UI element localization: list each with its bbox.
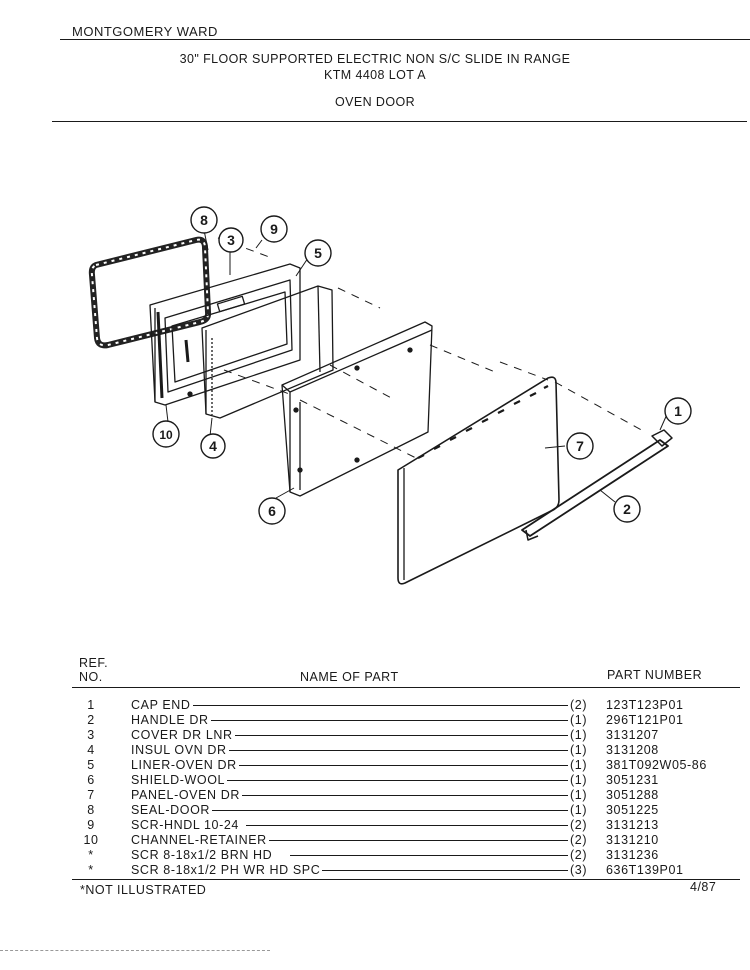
col-name-header: NAME OF PART <box>300 670 399 684</box>
part-qty: (1) <box>568 758 588 772</box>
part-name: LINER-OVEN DR <box>131 758 239 772</box>
seal-door-part <box>88 236 212 349</box>
callout-2 <box>613 495 641 523</box>
part-qty: (2) <box>568 818 588 832</box>
svg-text:2: 2 <box>623 501 631 517</box>
part-qty: (2) <box>568 833 588 847</box>
table-row: 8 SEAL-DOOR (1) 3051225 <box>87 803 659 817</box>
svg-text:10: 10 <box>159 428 173 442</box>
part-name: PANEL-OVEN DR <box>131 788 242 802</box>
cover-liner-part <box>149 263 301 406</box>
table-row: 3 COVER DR LNR (1) 3131207 <box>87 728 659 742</box>
svg-text:7: 7 <box>576 438 584 454</box>
part-number: 296T121P01 <box>606 713 684 727</box>
table-row: 9 SCR-HNDL 10-24 (2) 3131213 <box>87 818 659 832</box>
col-ref-header-line1: REF. <box>79 656 109 670</box>
part-number: 123T123P01 <box>606 698 684 712</box>
svg-text:1: 1 <box>674 403 682 419</box>
svg-text:5: 5 <box>314 245 322 261</box>
part-qty: (1) <box>568 728 588 742</box>
footnote: *NOT ILLUSTRATED <box>80 883 207 897</box>
part-number: 3051288 <box>606 788 659 802</box>
model-number: KTM 4408 LOT A <box>324 68 426 82</box>
part-number: 381T092W05-86 <box>606 758 707 772</box>
revision-date: 4/87 <box>690 880 717 894</box>
table-row: 4 INSUL OVN DR (1) 3131208 <box>87 743 659 757</box>
part-name: SCR 8-18x1/2 BRN HD <box>131 848 275 862</box>
panel-oven-door-part <box>397 376 560 585</box>
part-qty: (1) <box>568 743 588 757</box>
table-row: 1 CAP END (2) 123T123P01 <box>87 698 684 712</box>
col-ref-header-line2: NO. <box>79 670 103 684</box>
part-name: COVER DR LNR <box>131 728 235 742</box>
svg-text:3: 3 <box>227 232 235 248</box>
callout-7 <box>566 432 594 460</box>
table-row: 5 LINER-OVEN DR (1) 381T092W05-86 <box>87 758 707 772</box>
part-number: 3051225 <box>606 803 659 817</box>
scan-edge-mark <box>0 950 270 951</box>
table-row: * SCR 8-18x1/2 BRN HD (2) 3131236 <box>88 848 659 862</box>
table-row: * SCR 8-18x1/2 PH WR HD SPC (3) 636T139P… <box>88 863 684 877</box>
callout-9 <box>260 215 288 243</box>
part-number: 636T139P01 <box>606 863 684 877</box>
header-rule <box>60 39 750 40</box>
title-rule <box>52 121 747 122</box>
table-row: 2 HANDLE DR (1) 296T121P01 <box>87 713 684 727</box>
part-name: INSUL OVN DR <box>131 743 229 757</box>
part-number: 3131213 <box>606 818 659 832</box>
section-title: OVEN DOOR <box>335 95 415 109</box>
part-qty: (1) <box>568 713 588 727</box>
part-qty: (1) <box>568 773 588 787</box>
table-row: 6 SHIELD-WOOL (1) 3051231 <box>87 773 659 787</box>
table-header-rule <box>72 687 740 688</box>
page-title: 30" FLOOR SUPPORTED ELECTRIC NON S/C SLI… <box>179 52 571 66</box>
svg-text:4: 4 <box>209 438 217 454</box>
part-name: HANDLE DR <box>131 713 211 727</box>
svg-text:6: 6 <box>268 503 276 519</box>
part-number: 3131236 <box>606 848 659 862</box>
callout-8 <box>190 206 218 234</box>
svg-text:8: 8 <box>200 212 208 228</box>
part-number: 3131210 <box>606 833 659 847</box>
part-qty: (3) <box>568 863 588 877</box>
svg-text:9: 9 <box>270 221 278 237</box>
part-name: SCR 8-18x1/2 PH WR HD SPC <box>131 863 323 877</box>
part-number: 3131208 <box>606 743 659 757</box>
part-name: SCR-HNDL 10-24 <box>131 818 241 832</box>
part-name: CHANNEL-RETAINER <box>131 833 269 847</box>
table-row: 10 CHANNEL-RETAINER (2) 3131210 <box>83 833 659 847</box>
part-qty: (1) <box>568 788 588 802</box>
shield-wool-part <box>281 321 433 497</box>
part-number: 3051231 <box>606 773 659 787</box>
part-qty: (2) <box>568 848 588 862</box>
callout-1 <box>664 397 692 425</box>
callout-4 <box>200 433 226 459</box>
callout-6 <box>258 497 286 525</box>
footer-rule <box>72 879 740 880</box>
part-qty: (1) <box>568 803 588 817</box>
brand-name: MONTGOMERY WARD <box>72 24 218 39</box>
part-number: 3131207 <box>606 728 659 742</box>
callout-5 <box>304 239 332 267</box>
part-name: SHIELD-WOOL <box>131 773 228 787</box>
col-part-header: PART NUMBER <box>607 668 703 682</box>
oven-door-exploded-diagram: 1 2 3 4 5 6 7 8 9 10 <box>88 206 692 585</box>
part-name: CAP END <box>131 698 193 712</box>
handle-door-part <box>521 429 673 541</box>
callout-10 <box>152 420 180 448</box>
part-qty: (2) <box>568 698 588 712</box>
part-name: SEAL-DOOR <box>131 803 213 817</box>
table-row: 7 PANEL-OVEN DR (1) 3051288 <box>87 788 659 802</box>
callout-3 <box>218 227 244 253</box>
liner-oven-door-part <box>201 285 334 419</box>
